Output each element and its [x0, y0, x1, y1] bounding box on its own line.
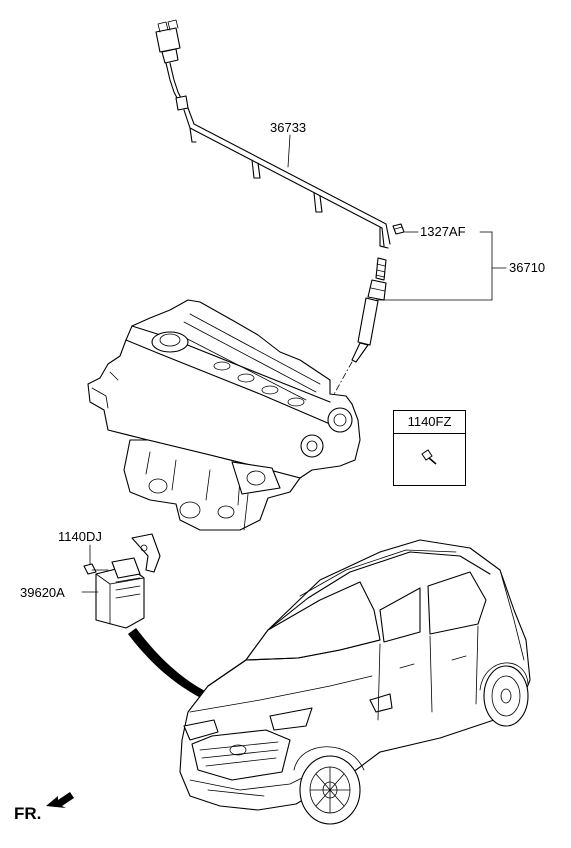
screw-callout-box: 1140FZ	[393, 410, 466, 486]
label-1140DJ: 1140DJ	[58, 529, 102, 544]
glow-plug	[327, 257, 387, 406]
callout-bracket	[375, 231, 507, 301]
front-direction-label: FR.	[14, 804, 42, 823]
wiring-harness	[155, 19, 391, 249]
front-direction-arrow	[46, 792, 74, 808]
glow-controller	[81, 533, 161, 629]
label-1327AF: 1327AF	[420, 224, 466, 239]
label-39620A: 39620A	[20, 585, 65, 600]
nut-part	[392, 223, 419, 235]
engine-block	[87, 299, 361, 531]
screw-icon	[421, 449, 437, 465]
label-36733: 36733	[270, 120, 307, 135]
vehicle-illustration	[179, 539, 531, 825]
label-36710: 36710	[509, 260, 546, 275]
label-1140FZ: 1140FZ	[394, 411, 465, 434]
